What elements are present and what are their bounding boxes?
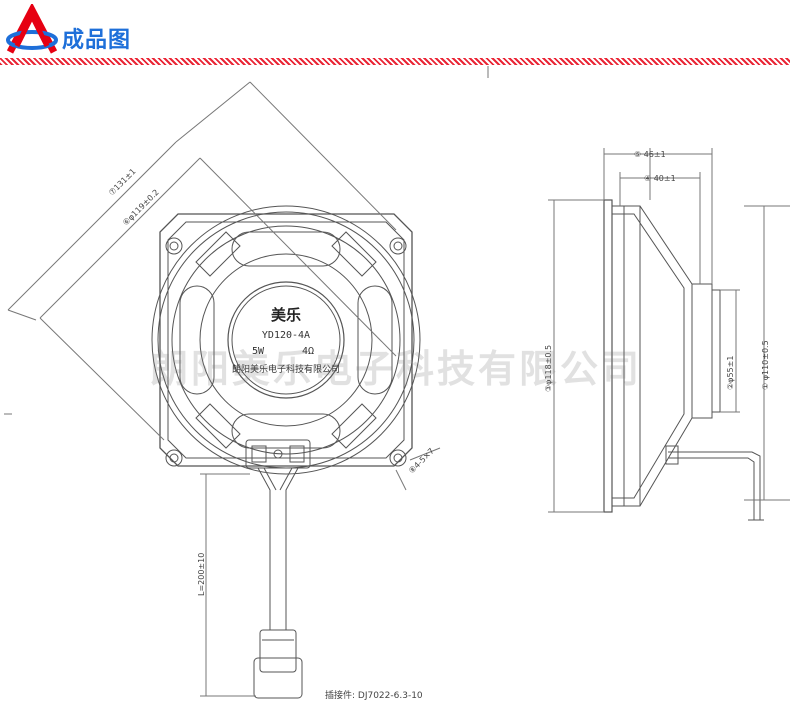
speaker-side-view xyxy=(603,199,764,521)
header-divider xyxy=(0,58,790,65)
power-label: 5W xyxy=(252,346,265,357)
page-title: 成品图 xyxy=(62,28,132,53)
watermark-text: 朗阳美乐电子科技有限公司 xyxy=(150,347,643,391)
lead-length-label: L=200±10 xyxy=(197,553,206,596)
dim-2-label: ②φ55±1 xyxy=(726,356,735,390)
dim-1-label: ① φ110±0.5 xyxy=(761,340,770,390)
speaker-front-view xyxy=(151,205,421,699)
dim-6-label: ⑥φ119±0.2 xyxy=(121,188,161,228)
dim-5-label: ⑤ 46±1 xyxy=(634,150,666,159)
dim-8-label: ⑧4-5×7 xyxy=(407,446,436,475)
company-label: 朗阳美乐电子科技有限公司 xyxy=(232,363,340,375)
model-label: YD120-4A xyxy=(262,330,310,341)
connector-label: 插接件: DJ7022-6.3-10 xyxy=(325,691,423,701)
front-diagonal-dimensions xyxy=(7,81,441,491)
side-dimensions xyxy=(4,66,790,513)
impedance-label: 4Ω xyxy=(302,346,314,357)
dim-7-label: ⑦131±1 xyxy=(107,167,138,198)
lead-length-dimension xyxy=(200,473,256,697)
speaker-cone-label: 美乐 YD120-4A 5W 4Ω 朗阳美乐电子科技有限公司 xyxy=(232,306,340,375)
dim-4-label: ④ 40±1 xyxy=(644,174,676,183)
brand-label: 美乐 xyxy=(271,306,301,324)
header: 成品图 xyxy=(0,0,790,66)
dim-3-label: ③φ118±0.5 xyxy=(544,345,553,392)
company-logo-icon xyxy=(6,4,58,54)
speaker-technical-drawing: 美乐 YD120-4A 5W 4Ω 朗阳美乐电子科技有限公司 ⑦131±1 ⑥φ… xyxy=(4,66,790,699)
